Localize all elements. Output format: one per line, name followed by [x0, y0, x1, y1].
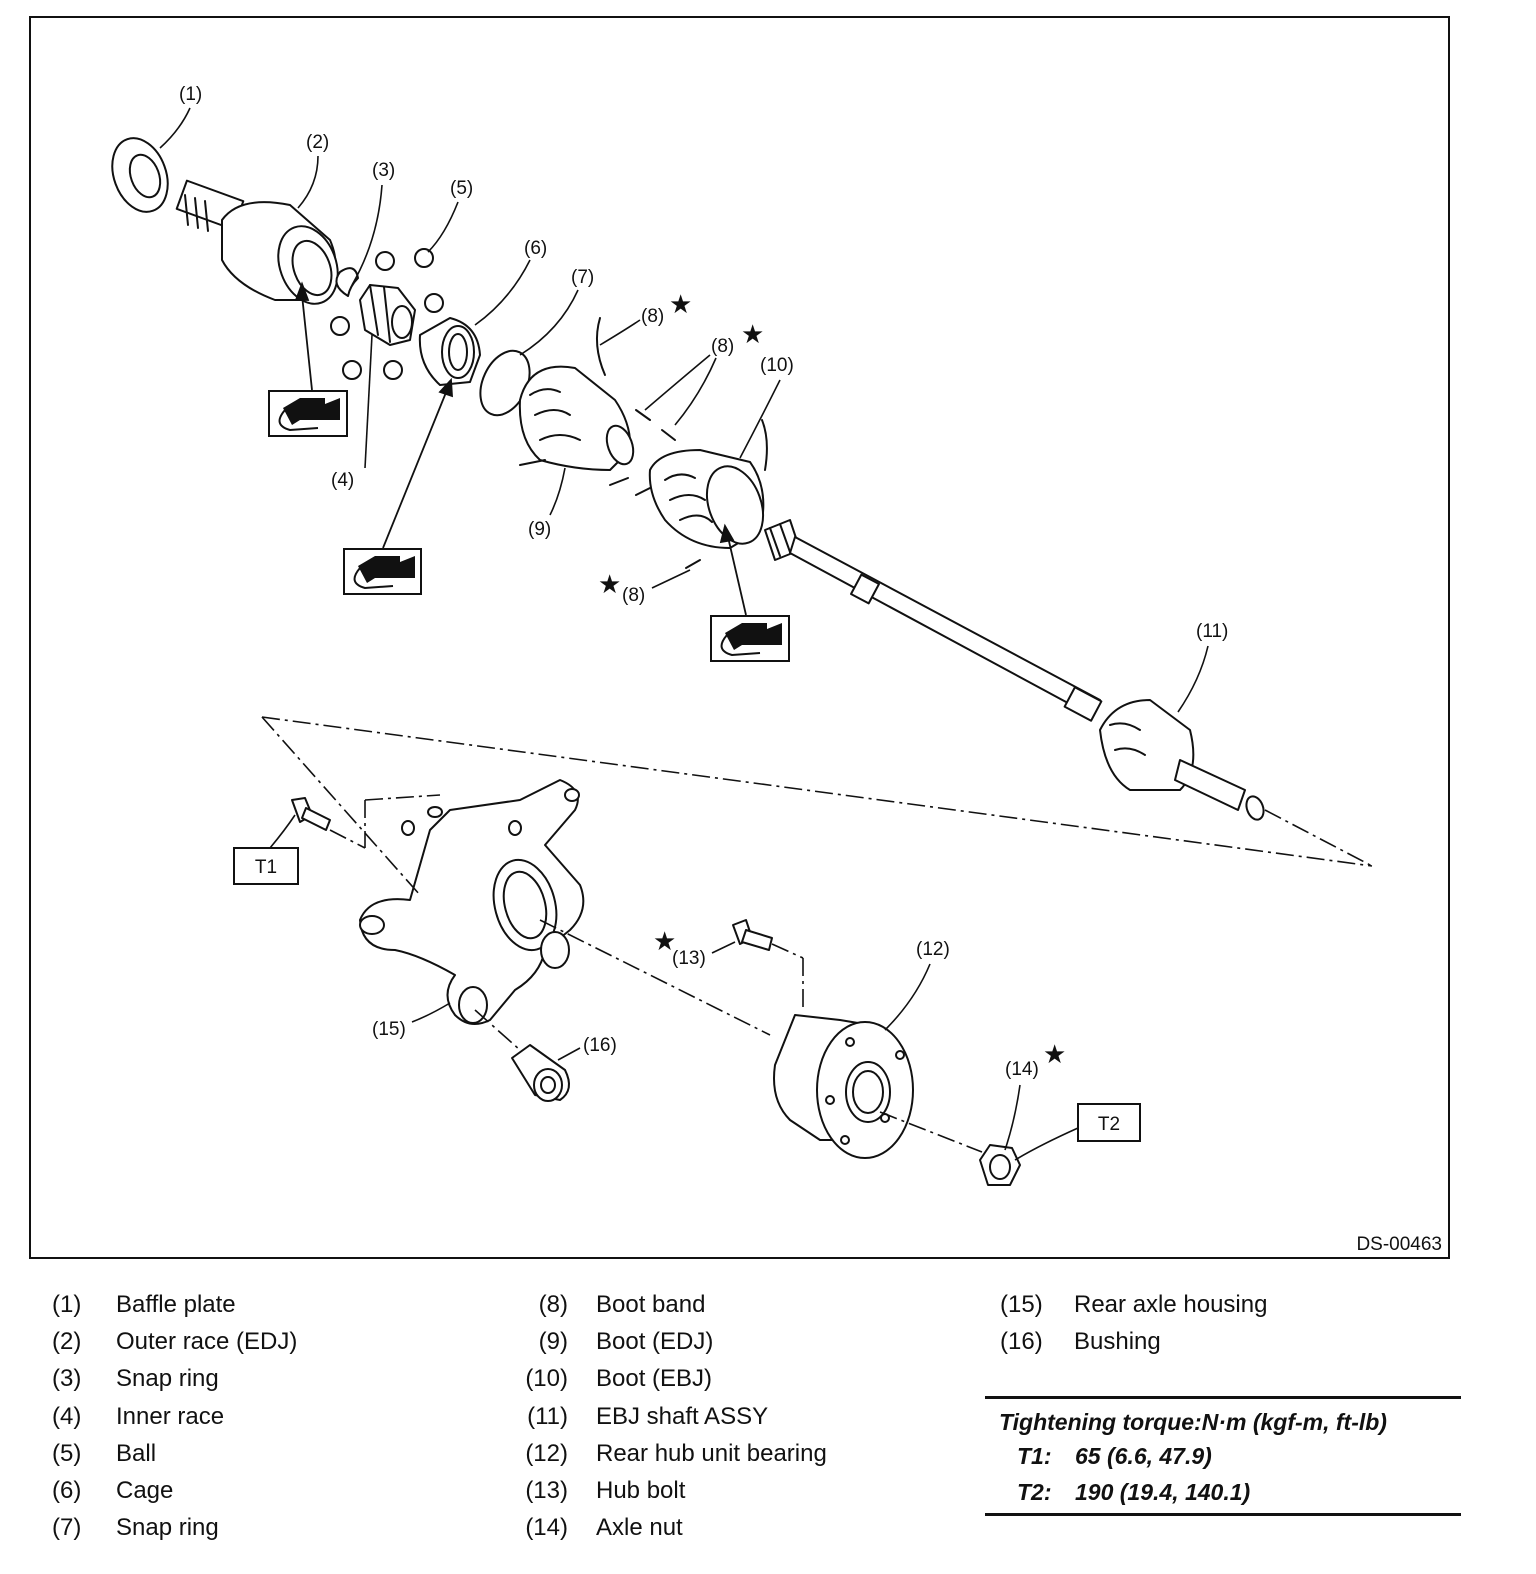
assembly-lines	[261, 716, 1373, 1153]
torque-tag-t1: T1	[255, 857, 277, 878]
torque-tag-t2: T2	[1098, 1114, 1120, 1135]
callout-11: (11)	[1196, 621, 1228, 642]
callout-15: (15)	[372, 1019, 406, 1040]
torque-row-t1: T1:65 (6.6, 47.9)	[1017, 1443, 1212, 1469]
callout-9: (9)	[528, 519, 551, 540]
callout-12: (12)	[916, 939, 950, 960]
callout-1: (1)	[179, 84, 202, 105]
grease-gun-icon	[710, 615, 790, 662]
ebj-shaft-part	[764, 519, 1265, 821]
hub-bolt-part	[732, 919, 773, 951]
callout-6: (6)	[524, 238, 547, 259]
axle-nut-part	[979, 1144, 1021, 1186]
snap-ring-part	[335, 267, 359, 297]
figure-code: DS-00463	[1356, 1234, 1442, 1255]
grease-gun-icon	[343, 548, 422, 595]
inner-race-part	[359, 284, 416, 346]
star-icon: ★	[669, 289, 692, 319]
exploded-view-diagram: T1 T2 (1) (2) (3) (5) (6) (7) (8) (8) (1…	[29, 16, 1450, 1259]
callout-13: (13)	[672, 948, 706, 969]
cage-part	[418, 317, 481, 386]
callout-7: (7)	[571, 267, 594, 288]
outer-race-part	[175, 179, 339, 305]
star-icon: ★	[741, 319, 764, 349]
rear-hub-unit-bearing-part	[773, 1014, 914, 1159]
callout-16: (16)	[583, 1035, 617, 1056]
callout-5: (5)	[450, 178, 473, 199]
callout-2: (2)	[306, 132, 329, 153]
callout-8a: (8)	[641, 306, 664, 327]
star-icon: ★	[653, 926, 676, 956]
bushing-part	[511, 1044, 570, 1102]
star-icon: ★	[598, 569, 621, 599]
boot-ebj-part	[648, 449, 765, 549]
callout-4: (4)	[331, 470, 354, 491]
leader-lines	[159, 107, 1209, 1161]
callout-8b: (8)	[711, 336, 734, 357]
callout-10: (10)	[760, 355, 794, 376]
torque-heading: Tightening torque:N·m (kgf-m, ft-lb)	[999, 1409, 1387, 1435]
grease-gun-icon	[268, 390, 348, 437]
baffle-plate-part	[111, 137, 169, 213]
tightening-torque-table: Tightening torque:N·m (kgf-m, ft-lb) T1:…	[985, 1396, 1461, 1516]
ball-parts	[330, 248, 444, 380]
torque-tag-t1-box	[233, 847, 299, 885]
t1-bolt-part	[291, 797, 331, 831]
boot-edj-part	[518, 365, 635, 471]
callout-8c: (8)	[622, 585, 645, 606]
rear-axle-housing-part	[359, 779, 585, 1025]
diagram-frame	[29, 16, 1450, 1259]
callout-3: (3)	[372, 160, 395, 181]
torque-tag-t2-box	[1077, 1103, 1141, 1142]
star-icon: ★	[1043, 1039, 1066, 1069]
callout-14: (14)	[1005, 1059, 1039, 1080]
torque-row-t2: T2:190 (19.4, 140.1)	[1017, 1479, 1251, 1505]
grease-arrows	[294, 281, 747, 616]
boot-band-parts	[519, 317, 768, 569]
